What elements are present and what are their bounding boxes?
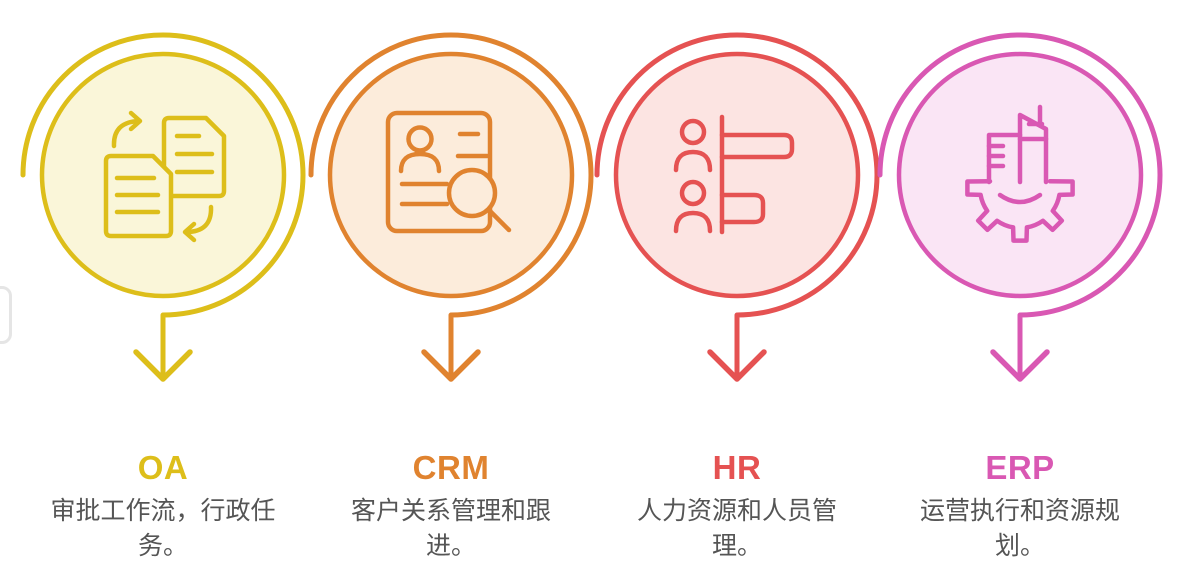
oa-description: 审批工作流，行政任务。 — [50, 496, 276, 561]
section-hr: HR 人力资源和人员管理。 — [587, 25, 887, 565]
crm-title: CRM — [412, 449, 490, 486]
factory-gear-icon — [965, 104, 1075, 243]
down-arrow-icon — [421, 349, 481, 382]
down-arrow-icon — [707, 349, 767, 382]
oa-title: OA — [137, 449, 189, 486]
section-crm: CRM 客户关系管理和跟进。 — [301, 25, 601, 565]
down-arrow-icon — [990, 349, 1050, 382]
crm-circle — [327, 51, 575, 299]
section-oa: OA 审批工作流，行政任务。 — [13, 25, 313, 565]
crm-ring-graphic — [308, 32, 594, 382]
outer-ring-arrow-line — [877, 32, 1163, 381]
crm-description: 客户关系管理和跟进。 — [350, 496, 551, 561]
hr-ring-graphic — [594, 32, 880, 382]
section-erp: ERP 运营执行和资源规划。 — [870, 25, 1170, 565]
customer-profile-search-icon — [385, 110, 512, 234]
outer-ring-arrow-line — [594, 32, 880, 381]
hr-description: 人力资源和人员管理。 — [636, 496, 837, 561]
erp-title: ERP — [985, 449, 1055, 486]
people-org-chart-icon — [673, 114, 795, 235]
left-edge-cropped-element — [0, 286, 12, 344]
oa-ring-graphic — [20, 32, 306, 382]
outer-ring-arrow-line — [308, 32, 594, 381]
down-arrow-icon — [133, 349, 193, 382]
documents-transfer-icon — [103, 110, 227, 243]
erp-description: 运营执行和资源规划。 — [919, 496, 1120, 561]
hr-circle — [613, 51, 861, 299]
hr-title: HR — [712, 449, 762, 486]
outer-ring-arrow-line — [20, 32, 306, 381]
erp-ring-graphic — [877, 32, 1163, 382]
